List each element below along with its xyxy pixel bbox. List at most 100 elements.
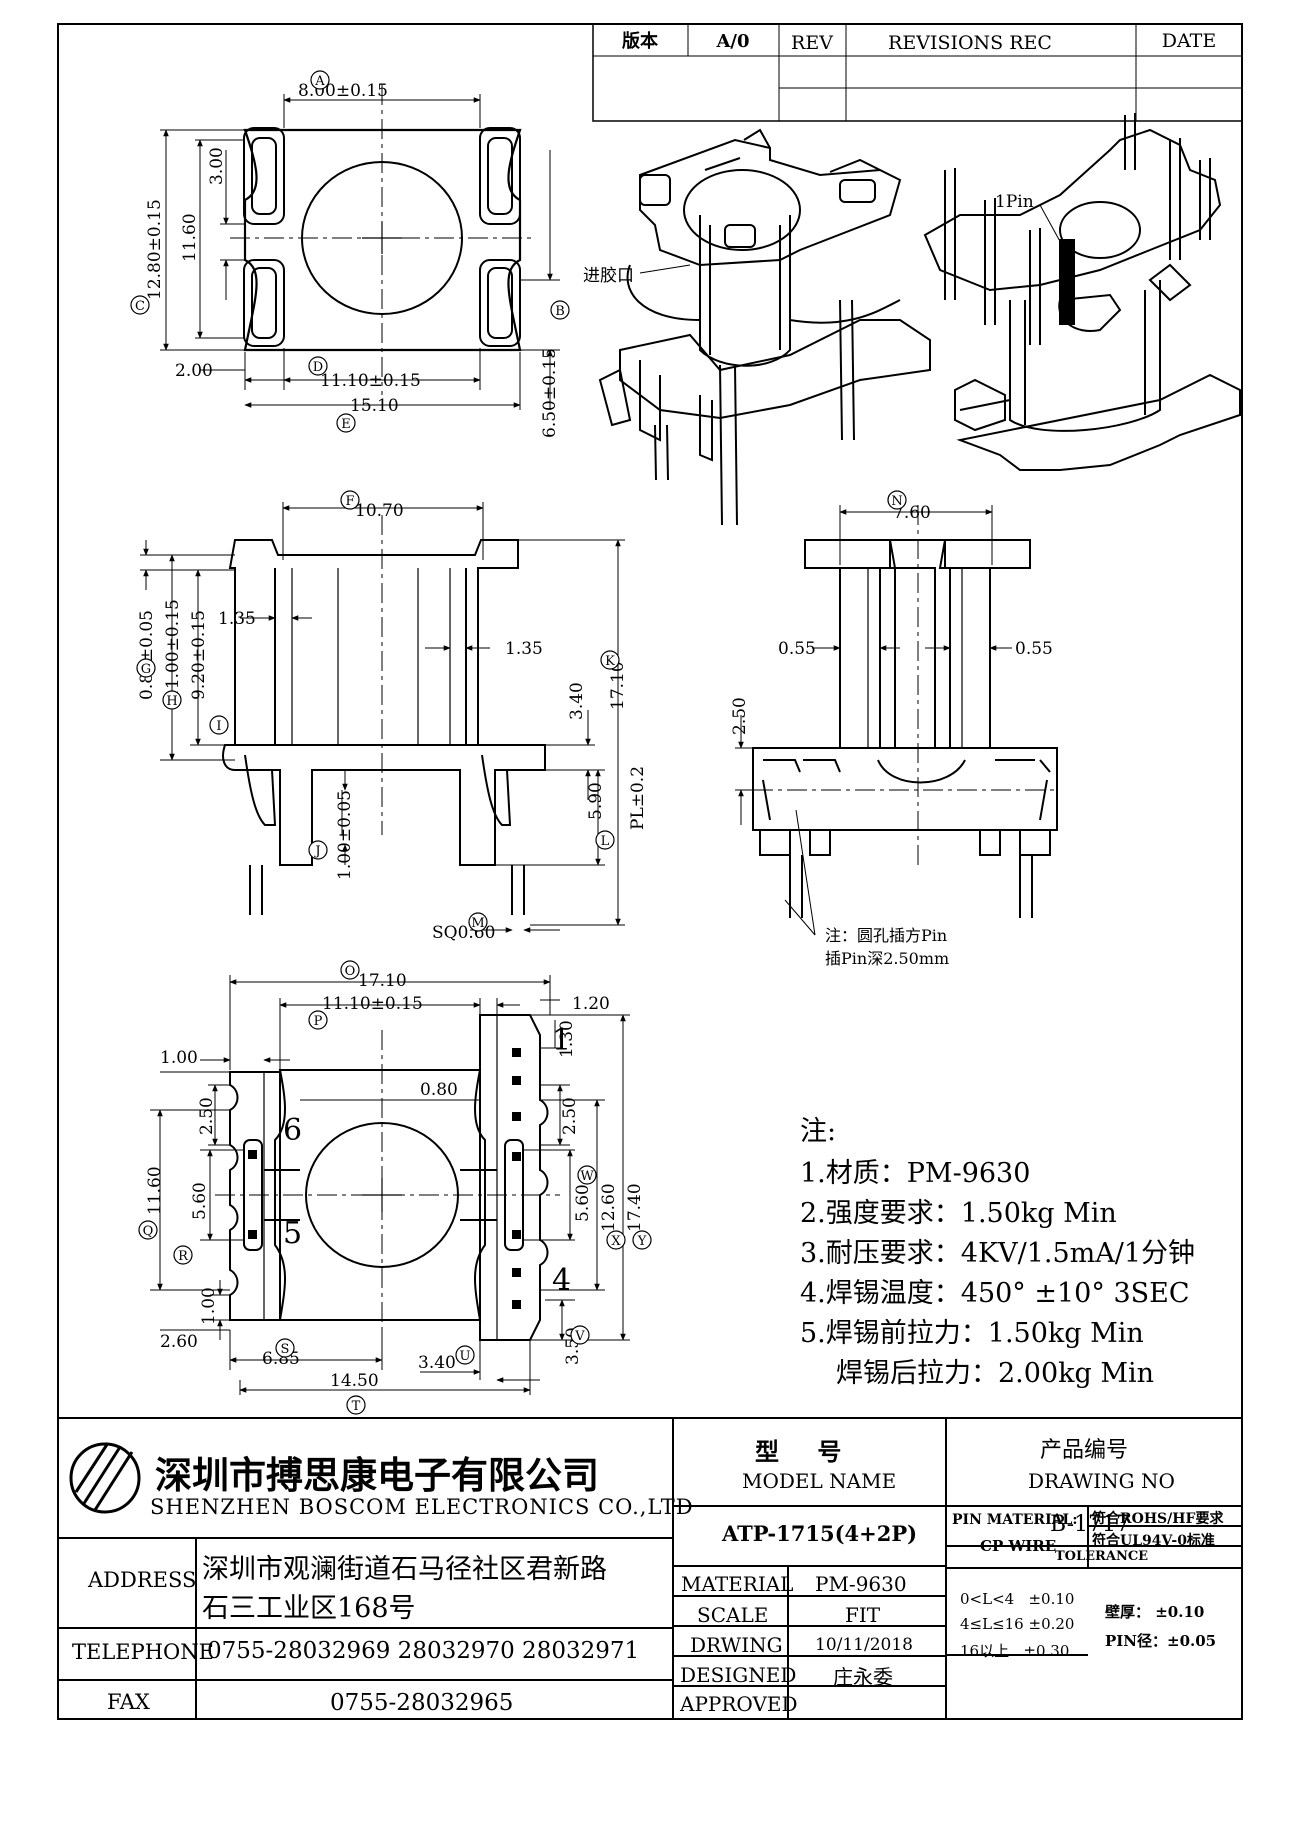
drawing-no-en: DRAWING NO [1028, 1469, 1175, 1493]
approved-label: APPROVED [680, 1692, 798, 1716]
rev-version-label: 版本 [622, 30, 658, 52]
dim-bottom-y: 17.40 [625, 1183, 645, 1232]
svg-text:A: A [314, 74, 325, 89]
wall-tolerance: 壁厚： ±0.10 [1105, 1603, 1205, 1621]
drawing-no-value: B-1717 [1050, 1512, 1130, 1537]
callout-x: X [606, 1230, 626, 1250]
callout-l: L [595, 830, 615, 850]
note-4: 4.焊锡温度：450° ±10° 3SEC [800, 1278, 1189, 1309]
callout-u: U [455, 1345, 475, 1365]
date-header: DATE [1162, 30, 1216, 52]
top-view-dimensions [160, 94, 560, 410]
svg-text:D: D [313, 360, 323, 375]
callout-n: N [887, 490, 907, 510]
scale-value: FIT [845, 1603, 881, 1627]
dim-side-n: 7.60 [893, 503, 931, 523]
material-label: MATERIAL [681, 1572, 794, 1596]
dim-bottom-left-bottom: 1.00 [199, 1287, 219, 1325]
pin-number-4: 4 [552, 1263, 571, 1298]
bottom-view [215, 1014, 560, 1370]
callout-e: E [336, 413, 356, 433]
dim-bottom-x: 12.60 [599, 1183, 619, 1232]
svg-text:Q: Q [143, 1224, 154, 1239]
callout-y: Y [632, 1230, 652, 1250]
callout-m: M [468, 912, 488, 932]
gate-label: 进胶口 [583, 266, 634, 286]
pin-material-value: CP WIRE [980, 1537, 1057, 1555]
designer-value: 庄永委 [833, 1665, 893, 1689]
dim-top-d: 11.10±0.15 [320, 371, 421, 391]
dim-bottom-p: 11.10±0.15 [322, 994, 423, 1014]
drawing-date: 10/11/2018 [815, 1635, 913, 1655]
svg-text:V: V [574, 1329, 585, 1344]
company-name-cn: 深圳市搏思康电子有限公司 [155, 1453, 599, 1497]
svg-text:I: I [216, 719, 221, 734]
dim-front-f: 10.70 [355, 501, 404, 521]
callout-r: R [173, 1245, 193, 1265]
dim-top-slot: 3.00 [207, 147, 227, 185]
front-view [222, 515, 546, 915]
model-name-en: MODEL NAME [742, 1469, 897, 1493]
svg-text:L: L [601, 834, 610, 849]
dim-bottom-u: 3.40 [418, 1353, 456, 1373]
callout-f: F [340, 490, 360, 510]
ul-note: 符合UL94V-0标准 [1092, 1533, 1215, 1549]
svg-text:B: B [555, 304, 565, 319]
dim-top-inner: 11.60 [180, 213, 200, 262]
bottom-view-dimensions [150, 975, 630, 1395]
dim-bottom-q: 11.60 [145, 1166, 165, 1215]
notes-title: 注: [800, 1116, 836, 1147]
dim-bottom-gap: 0.80 [420, 1080, 458, 1100]
svg-text:K: K [605, 654, 615, 669]
dim-bottom-right-pitch2: 2.50 [560, 1097, 580, 1135]
dim-front-l: 5.90 [586, 782, 606, 820]
callout-a: A [310, 70, 330, 90]
pin1-label: 1Pin [995, 192, 1034, 212]
designed-label: DESIGNED [680, 1663, 797, 1687]
telephone-label: TELEPHONE [72, 1640, 214, 1664]
front-view-dimensions [140, 502, 625, 933]
drawing-label: DRWING [690, 1633, 783, 1657]
svg-text:J: J [313, 844, 320, 859]
dim-front-flange-gap: 3.40 [567, 682, 587, 720]
svg-text:E: E [341, 417, 351, 432]
svg-text:M: M [471, 916, 484, 931]
tolerance-label: TOLERANCE [1055, 1549, 1149, 1564]
scale-label: SCALE [697, 1603, 769, 1627]
rev-header: REV [791, 32, 833, 54]
svg-text:Y: Y [637, 1234, 647, 1249]
svg-text:U: U [460, 1349, 471, 1364]
svg-text:R: R [178, 1249, 189, 1264]
callout-b: B [550, 300, 570, 320]
svg-text:N: N [891, 494, 902, 509]
pin1-leader [1039, 204, 1063, 246]
pin-number-5: 5 [283, 1216, 302, 1251]
note-5: 5.焊锡前拉力：1.50kg Min [800, 1318, 1144, 1349]
note-1: 1.材质：PM-9630 [800, 1158, 1030, 1189]
dim-side-height: 2.50 [730, 697, 750, 735]
iso-view-left [598, 128, 931, 526]
iso-view-right [923, 113, 1241, 471]
side-view-dimensions [735, 505, 1012, 936]
svg-text:W: W [580, 1169, 594, 1184]
dim-front-j: 1.00±0.05 [335, 790, 355, 880]
svg-text:X: X [611, 1234, 621, 1249]
telephone-value: 0755-28032969 28032970 28032971 [207, 1638, 640, 1664]
callout-v: V [570, 1325, 590, 1345]
rohs-note: 符合ROHS/HF要求 [1092, 1511, 1224, 1527]
dim-top-left-offset: 2.00 [175, 361, 213, 381]
callout-c: C [130, 295, 150, 315]
drawing-no-cn: 产品编号 [1040, 1438, 1129, 1463]
note-2: 2.强度要求：1.50kg Min [800, 1198, 1117, 1229]
top-view [230, 85, 535, 395]
company-name-en: SHENZHEN BOSCOM ELECTRONICS CO.,LTD [150, 1495, 694, 1519]
svg-text:G: G [141, 662, 151, 677]
material-value: PM-9630 [815, 1572, 907, 1596]
callout-g: G [136, 658, 156, 678]
dim-bottom-w: 5.60 [573, 1184, 593, 1222]
dim-bottom-right-pitch: 1.30 [557, 1020, 577, 1058]
dim-front-i: 9.20±0.15 [189, 610, 209, 700]
side-note-line2: 插Pin深2.50mm [825, 949, 949, 968]
